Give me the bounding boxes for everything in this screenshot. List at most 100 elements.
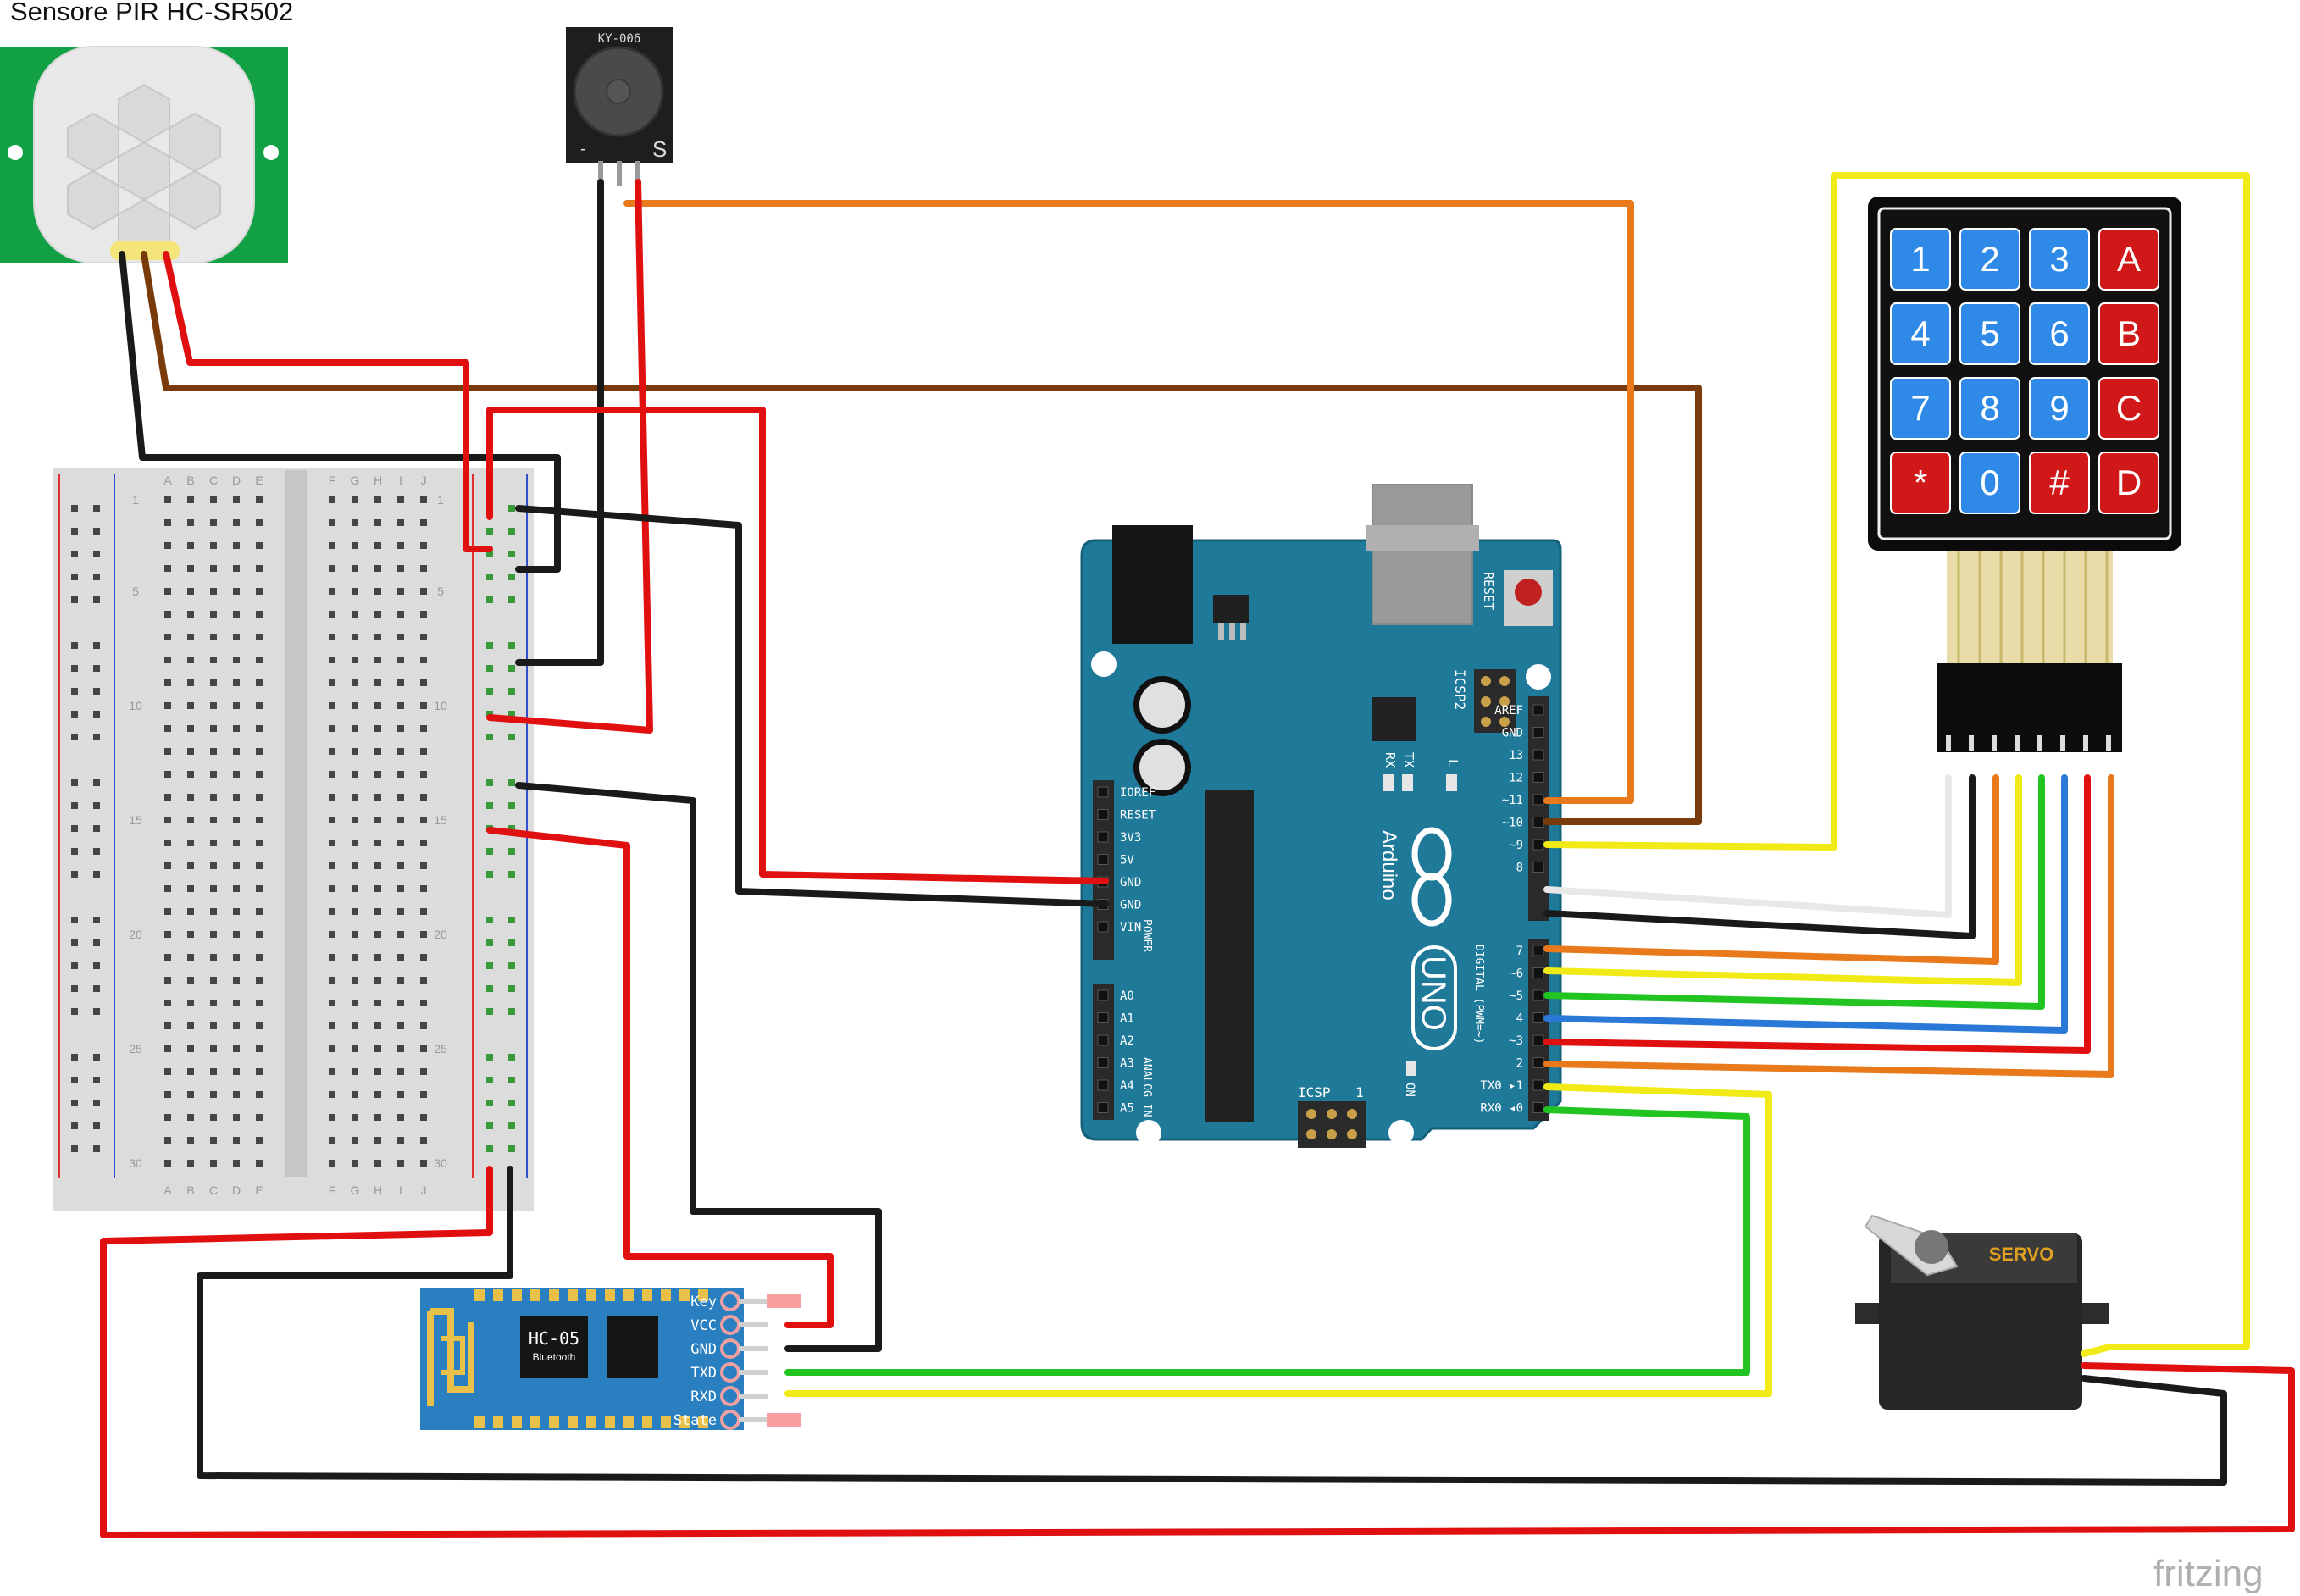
keypad-key-1 — [1890, 228, 1951, 291]
keypad-key-* — [1890, 452, 1951, 514]
hc05-castellations — [474, 1289, 708, 1428]
keypad-key-label: 5 — [1980, 313, 1999, 353]
keypad-key-7 — [1890, 377, 1951, 440]
breadboard-rail-hole — [508, 779, 515, 786]
breadboard-hole — [397, 748, 404, 755]
icsp2-pin — [1481, 717, 1491, 727]
breadboard-hole — [329, 565, 335, 572]
breadboard-hole — [233, 748, 240, 755]
hc05-pad — [623, 1416, 634, 1428]
analog-pin-label: A0 — [1120, 989, 1134, 1003]
breadboard-hole — [210, 1137, 217, 1144]
breadboard-hole — [164, 1091, 171, 1098]
breadboard-hole — [164, 817, 171, 823]
icsp2-pin — [1499, 696, 1510, 707]
atmega-chip — [1205, 790, 1254, 1122]
breadboard-hole — [352, 817, 358, 823]
hc05-antenna — [427, 1308, 474, 1406]
usb-connector — [1372, 484, 1473, 625]
breadboard-rail-hole — [486, 688, 493, 695]
breadboard-hole — [233, 908, 240, 915]
breadboard-col-label: J — [421, 474, 427, 487]
header-pin — [1532, 839, 1544, 851]
hc05-pin-label: VCC — [690, 1317, 717, 1334]
breadboard-rail-hole — [486, 665, 493, 672]
breadboard-rail-hole — [486, 1100, 493, 1106]
hc05-model: HC-05 — [529, 1328, 579, 1349]
breadboard-col-label: F — [329, 474, 336, 487]
breadboard-hole — [256, 496, 263, 503]
icsp-header — [1298, 1101, 1366, 1148]
breadboard-hole — [233, 679, 240, 686]
buzzer-minus-label: - — [580, 140, 586, 158]
breadboard-col-label: B — [186, 1183, 194, 1197]
capacitor-top — [1139, 682, 1185, 728]
keypad-key-5 — [1959, 302, 2020, 365]
breadboard-rail-hole — [508, 1054, 515, 1061]
breadboard-hole — [329, 977, 335, 984]
breadboard-hole — [352, 702, 358, 709]
breadboard-rail-hole — [508, 551, 515, 557]
arduino-brand: Arduino — [1377, 830, 1400, 901]
breadboard-hole — [164, 519, 171, 526]
voltage-regulator — [1213, 595, 1249, 623]
breadboard-rail-hole — [486, 985, 493, 992]
pir-header — [110, 241, 180, 260]
icsp2-pin — [1481, 696, 1491, 707]
breadboard-rail-hole — [71, 596, 78, 603]
breadboard-hole — [233, 817, 240, 823]
breadboard-rail-hole — [71, 1122, 78, 1129]
breadboard-rail-hole — [71, 528, 78, 535]
breadboard-rail-hole — [486, 962, 493, 969]
breadboard-row-label: 30 — [129, 1156, 142, 1170]
breadboard-rail-hole — [486, 871, 493, 878]
breadboard-hole — [164, 1114, 171, 1121]
breadboard-rail-hole — [486, 1054, 493, 1061]
wire-keypad-orange-2 — [1543, 774, 2114, 1078]
breadboard-hole — [420, 862, 427, 869]
icsp2-pin — [1499, 717, 1510, 727]
breadboard-rail-hole — [71, 779, 78, 786]
hc05-pad — [474, 1416, 485, 1428]
digital-pin-label: 2 — [1516, 1057, 1523, 1071]
breadboard-hole — [397, 496, 404, 503]
wires — [100, 172, 2295, 1538]
breadboard-hole — [210, 794, 217, 801]
hc05-pin-lead — [739, 1417, 768, 1422]
hc05-flash — [607, 1316, 658, 1378]
hc05-pad — [623, 1289, 634, 1301]
reset-button — [1515, 579, 1542, 606]
breadboard-holes — [71, 496, 515, 1167]
breadboard-hole — [233, 634, 240, 640]
icsp2-pin — [1499, 676, 1510, 686]
breadboard-rail-hole — [508, 596, 515, 603]
breadboard-hole — [256, 1160, 263, 1167]
breadboard-hole — [352, 496, 358, 503]
breadboard-hole — [420, 977, 427, 984]
breadboard-rail-hole — [508, 825, 515, 832]
tx-label: TX — [1401, 752, 1416, 768]
breadboard-hole — [374, 634, 381, 640]
breadboard-hole — [210, 611, 217, 618]
keypad-key-label: B — [2117, 313, 2141, 353]
breadboard-hole — [374, 931, 381, 938]
header-pin — [1532, 794, 1544, 806]
hc05-pad — [512, 1416, 522, 1428]
breadboard-rail-hole — [93, 688, 100, 695]
breadboard-hole — [397, 542, 404, 549]
icsp-pin — [1347, 1129, 1357, 1139]
breadboard-col-label: I — [399, 474, 402, 487]
buzzer-module: KY-006 - S — [566, 27, 673, 186]
breadboard-hole — [210, 817, 217, 823]
power-pin-label: RESET — [1120, 809, 1156, 823]
breadboard-hole — [256, 1000, 263, 1006]
pir-title: Sensore PIR HC-SR502 — [10, 0, 293, 26]
keypad-key-B — [2098, 302, 2159, 365]
breadboard-hole — [329, 634, 335, 640]
hc05-sub: Bluetooth — [533, 1351, 576, 1363]
header-pin — [1097, 1057, 1109, 1068]
breadboard-hole — [397, 679, 404, 686]
tx-led — [1383, 774, 1394, 791]
breadboard-hole — [329, 496, 335, 503]
breadboard-hole — [256, 1137, 263, 1144]
